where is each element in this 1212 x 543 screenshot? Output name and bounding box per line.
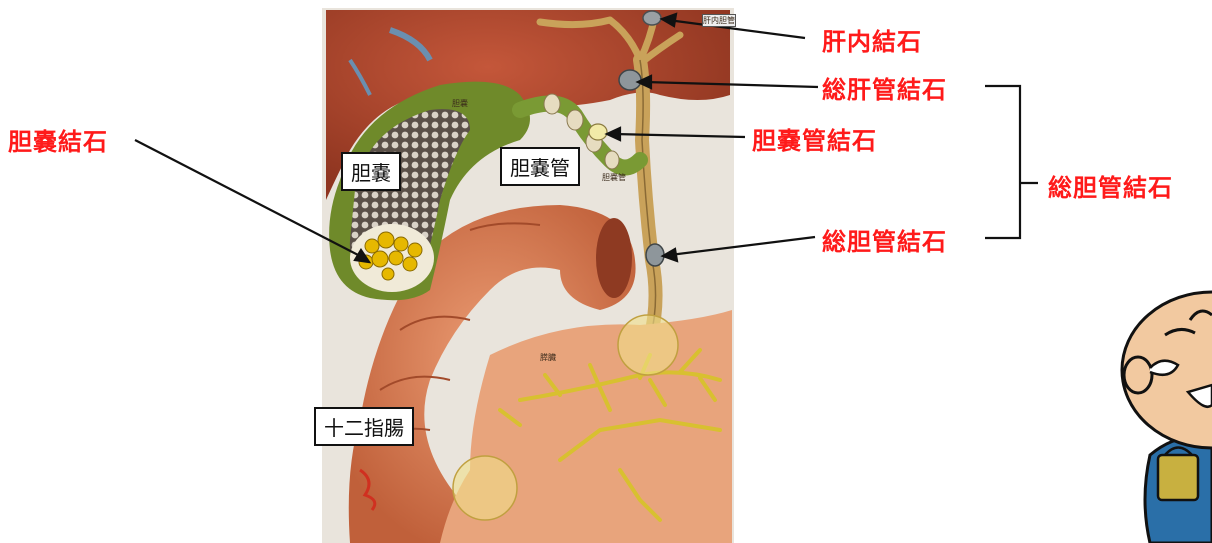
common-hepatic-duct-stone	[619, 70, 641, 90]
illustration-cystic-duct-text: 胆嚢管	[602, 172, 626, 183]
common-bile-duct-stone-label: 総胆管結石	[822, 222, 947, 257]
sphincter-circle-lower	[453, 456, 517, 520]
gallbladder-label: 胆嚢	[341, 152, 401, 191]
duodenum-lumen	[596, 218, 632, 298]
cartoon-character	[1122, 292, 1212, 543]
illustration-hepatic-text: 肝内胆管	[702, 14, 736, 27]
common-bile-duct-stone	[646, 244, 664, 266]
gallstone-label: 胆嚢結石	[8, 122, 108, 157]
common-hepatic-duct-stone-label: 総肝管結石	[822, 70, 947, 105]
cystic-duct-stone	[589, 124, 607, 140]
illustration-gallbladder-text: 胆嚢	[452, 98, 468, 109]
sphincter-circle-upper	[618, 315, 678, 375]
cystic-duct-label: 胆嚢管	[500, 147, 580, 186]
hepatic-stone	[643, 11, 661, 25]
duodenum-label: 十二指腸	[314, 407, 414, 446]
common-bile-duct-stone-group-label: 総胆管結石	[1048, 168, 1173, 203]
hepatolithiasis-label: 肝内結石	[822, 22, 922, 57]
cystic-duct-stone-label: 胆嚢管結石	[752, 121, 877, 156]
illustration-pancreas-text: 膵臓	[540, 352, 556, 363]
